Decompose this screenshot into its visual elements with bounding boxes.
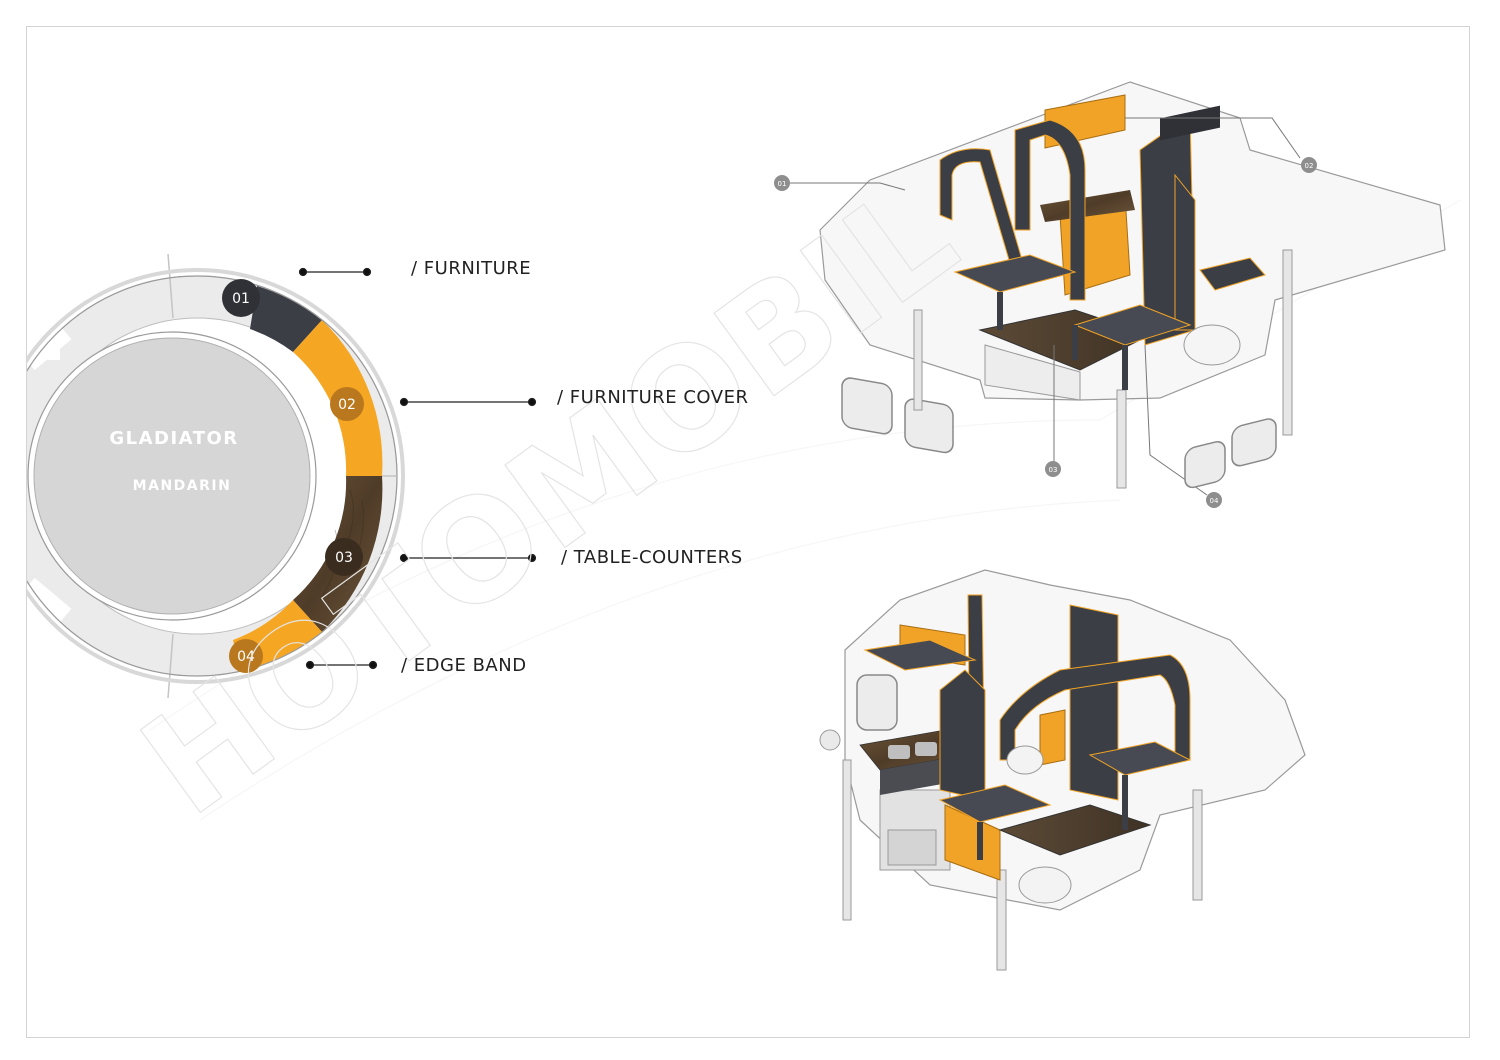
- callout-badge-03: [1045, 461, 1061, 477]
- badge-02: [330, 387, 364, 421]
- callout-number: 02: [1305, 162, 1314, 170]
- legend-label-furniture: / FURNITURE: [411, 258, 532, 279]
- material-ring: [27, 253, 405, 699]
- badge-04: [229, 639, 263, 673]
- badge-number: 03: [335, 550, 353, 566]
- callout-number: 03: [1049, 466, 1058, 474]
- callout-number: 04: [1210, 497, 1219, 505]
- badge-number: 01: [232, 291, 250, 307]
- legend-label-edge-band: / EDGE BAND: [401, 655, 527, 676]
- legend-label-table-counters: / TABLE-COUNTERS: [561, 547, 743, 568]
- brand-line-2: MANDARIN: [133, 478, 232, 494]
- badge-03: [325, 538, 363, 576]
- brand-line-1: GLADIATOR: [109, 428, 238, 449]
- callout-badge-04: [1206, 492, 1222, 508]
- callout-number: 01: [778, 180, 787, 188]
- callout-badge-02: [1301, 157, 1317, 173]
- legend-label-furniture-cover: / FURNITURE COVER: [557, 387, 749, 408]
- segment-furniture: [250, 286, 322, 352]
- camper-bottom-illustration: [819, 418, 1306, 971]
- badge-number: 02: [338, 397, 356, 413]
- camper-top-illustration: [790, 81, 1446, 496]
- badge-number: 04: [237, 649, 255, 665]
- badge-01: [222, 279, 260, 317]
- page-frame: [26, 26, 1470, 1038]
- callout-badge-01: [774, 175, 790, 191]
